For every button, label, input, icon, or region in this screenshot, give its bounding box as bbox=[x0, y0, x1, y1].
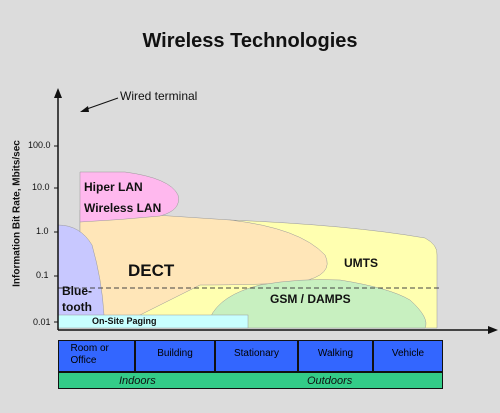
x-axis-arrow bbox=[488, 326, 498, 334]
paging-label: On-Site Paging bbox=[92, 316, 157, 326]
mobility-label: Stationary bbox=[233, 348, 280, 359]
y-tick-label: 1.0 bbox=[36, 226, 49, 236]
mobility-label: Vehicle bbox=[391, 348, 425, 359]
y-tick-label: 0.1 bbox=[36, 270, 49, 280]
hiperlan-label: Hiper LAN bbox=[84, 180, 143, 194]
dect-label: DECT bbox=[128, 261, 175, 280]
wirelesslan-label: Wireless LAN bbox=[84, 201, 162, 215]
y-tick-label: 10.0 bbox=[32, 182, 50, 192]
wired-terminal-arrow bbox=[83, 97, 119, 111]
mobility-stationary: Stationary bbox=[216, 341, 299, 371]
dect-region bbox=[79, 209, 328, 329]
wired-terminal-label: Wired terminal bbox=[120, 89, 198, 103]
y-axis-arrow bbox=[54, 88, 62, 98]
mobility-label: Building bbox=[157, 348, 193, 359]
mobility-walking: Walking bbox=[299, 341, 374, 371]
environment-outdoors: Outdoors bbox=[307, 375, 353, 387]
environment-band: Indoors Outdoors bbox=[58, 372, 443, 389]
environment-indoors: Indoors bbox=[119, 375, 156, 387]
gsm-region bbox=[209, 279, 427, 329]
page-title: Wireless Technologies bbox=[142, 30, 358, 52]
mobility-label: Walking bbox=[317, 348, 354, 359]
y-tick-label: 100.0 bbox=[28, 140, 51, 150]
wired-terminal-arrowhead bbox=[80, 106, 89, 112]
mobility-vehicle: Vehicle bbox=[374, 341, 442, 371]
y-tick-label: 0.01 bbox=[33, 317, 51, 327]
bluetooth-label-line2: tooth bbox=[62, 300, 92, 314]
mobility-building: Building bbox=[136, 341, 216, 371]
mobility-band: Room or Office Building Stationary Walki… bbox=[58, 340, 443, 372]
bluetooth-label-line1: Blue- bbox=[62, 284, 92, 298]
hiperlan-region bbox=[79, 171, 179, 223]
gsm-label: GSM / DAMPS bbox=[270, 292, 351, 306]
umts-label: UMTS bbox=[344, 256, 378, 270]
mobility-room-office: Room or Office bbox=[59, 341, 136, 371]
y-axis-label: Information Bit Rate, Mbits/sec bbox=[11, 140, 23, 287]
mobility-label: Room or Office bbox=[70, 343, 109, 366]
